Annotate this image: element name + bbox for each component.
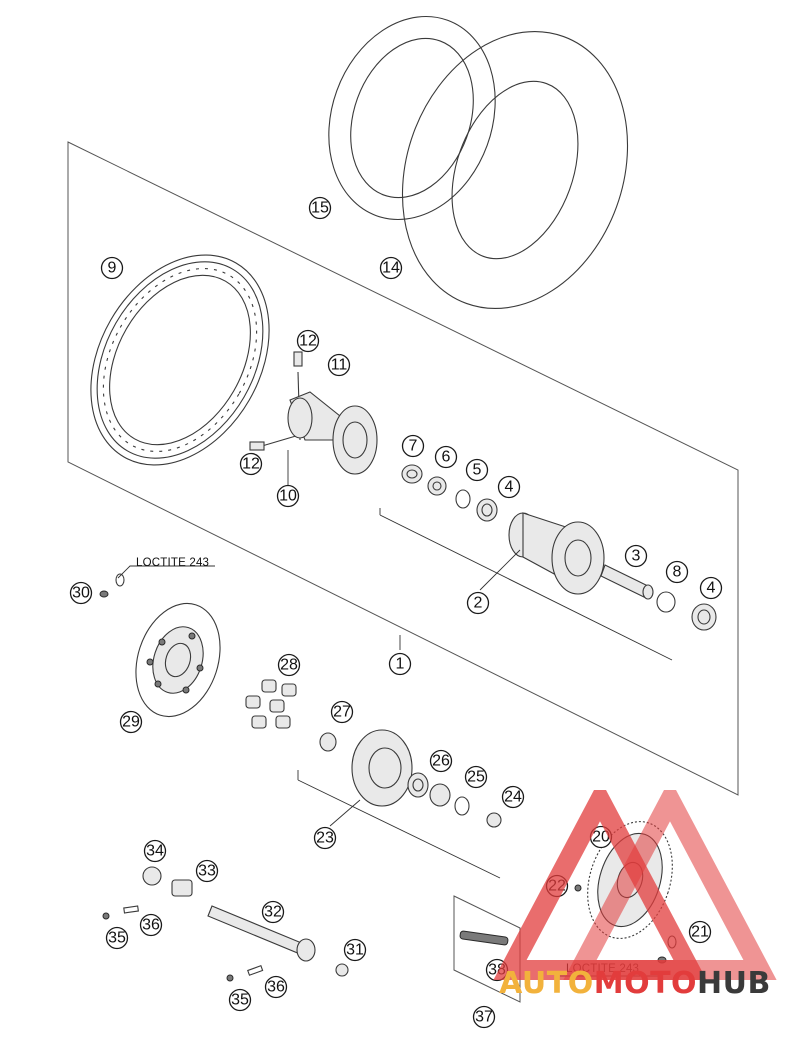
- svg-text:27: 27: [333, 704, 351, 721]
- svg-text:21: 21: [691, 924, 709, 941]
- callout-26: 26: [429, 749, 453, 773]
- callout-4a: 4: [497, 475, 521, 499]
- svg-text:37: 37: [475, 1009, 493, 1026]
- svg-text:20: 20: [592, 829, 610, 846]
- callout-15: 15: [308, 196, 332, 220]
- callout-36a: 36: [139, 913, 163, 937]
- callout-8: 8: [665, 560, 689, 584]
- axle: [207, 905, 316, 962]
- svg-text:24: 24: [504, 789, 522, 806]
- adjuster-bolts: [102, 905, 264, 982]
- svg-text:34: 34: [146, 843, 164, 860]
- svg-text:1: 1: [396, 656, 405, 673]
- svg-text:32: 32: [264, 904, 282, 921]
- svg-text:22: 22: [548, 878, 566, 895]
- cush-dampers: [245, 679, 297, 729]
- svg-text:4: 4: [505, 479, 514, 496]
- svg-text:7: 7: [409, 438, 418, 455]
- svg-text:8: 8: [673, 564, 682, 581]
- callout-38: 38: [485, 958, 509, 982]
- callout-6: 6: [434, 445, 458, 469]
- callout-10: 10: [276, 484, 300, 508]
- callout-27: 27: [330, 700, 354, 724]
- svg-text:36: 36: [267, 979, 285, 996]
- loctite-label-sprocket: LOCTITE 243: [566, 963, 639, 975]
- chain-adjuster: [171, 879, 193, 897]
- callout-37: 37: [472, 1005, 496, 1029]
- leader-lines: [117, 450, 673, 879]
- callout-31: 31: [343, 938, 367, 962]
- svg-text:25: 25: [467, 769, 485, 786]
- svg-text:12: 12: [242, 456, 260, 473]
- svg-text:5: 5: [473, 462, 482, 479]
- svg-text:10: 10: [279, 488, 297, 505]
- callout-25: 25: [464, 765, 488, 789]
- callout-7: 7: [401, 434, 425, 458]
- tire: [401, 30, 629, 310]
- chain: [453, 895, 521, 1003]
- svg-text:15: 15: [311, 200, 329, 217]
- callout-32: 32: [261, 900, 285, 924]
- callout-28: 28: [277, 653, 301, 677]
- svg-text:28: 28: [280, 657, 298, 674]
- rear-sprocket: [587, 821, 673, 939]
- svg-text:33: 33: [198, 863, 216, 880]
- callout-3: 3: [624, 544, 648, 568]
- carrier-seals: [407, 772, 502, 828]
- svg-text:29: 29: [122, 714, 140, 731]
- callout-23: 23: [313, 826, 337, 850]
- svg-text:36: 36: [142, 917, 160, 934]
- callout-33: 33: [195, 859, 219, 883]
- callout-35b: 35: [228, 988, 252, 1012]
- assembly-frame: [67, 141, 739, 796]
- callout-14: 14: [379, 256, 403, 280]
- callout-24: 24: [501, 785, 525, 809]
- callout-4b: 4: [699, 576, 723, 600]
- callout-20: 20: [589, 825, 613, 849]
- svg-text:11: 11: [331, 357, 348, 374]
- callout-29: 29: [119, 710, 143, 734]
- callout-12a: 12: [296, 329, 320, 353]
- svg-text:4: 4: [707, 580, 716, 597]
- sprocket-carrier: [319, 729, 413, 807]
- callout-11: 11: [327, 353, 351, 377]
- svg-text:30: 30: [72, 585, 90, 602]
- hub-exploded: [508, 512, 605, 595]
- callout-34: 34: [143, 839, 167, 863]
- seals-and-bearings: [401, 464, 498, 522]
- svg-text:3: 3: [632, 548, 641, 565]
- callout-35a: 35: [105, 926, 129, 950]
- axle-nut: [142, 866, 162, 886]
- axle-cap: [335, 963, 349, 977]
- callout-9: 9: [100, 256, 124, 280]
- callout-36b: 36: [264, 975, 288, 999]
- callout-21: 21: [688, 920, 712, 944]
- svg-text:31: 31: [346, 942, 364, 959]
- svg-text:9: 9: [108, 260, 117, 277]
- svg-text:35: 35: [108, 930, 126, 947]
- callout-2: 2: [466, 591, 490, 615]
- svg-text:12: 12: [299, 333, 317, 350]
- svg-text:35: 35: [231, 992, 249, 1009]
- svg-text:23: 23: [316, 830, 334, 847]
- hub-assembled: [287, 391, 378, 475]
- callout-1: 1: [388, 652, 412, 676]
- svg-text:26: 26: [432, 753, 450, 770]
- spacer-washer-bearing: [600, 564, 717, 631]
- disc-bolt: [99, 573, 125, 598]
- loctite-label-disc: LOCTITE 243: [136, 557, 209, 569]
- callout-5: 5: [465, 458, 489, 482]
- callout-30: 30: [69, 581, 93, 605]
- svg-text:14: 14: [382, 260, 400, 277]
- svg-text:2: 2: [474, 595, 483, 612]
- svg-text:6: 6: [442, 449, 451, 466]
- callout-12b: 12: [239, 452, 263, 476]
- svg-text:38: 38: [488, 962, 506, 979]
- callout-22: 22: [545, 874, 569, 898]
- inner-tube: [328, 15, 496, 221]
- brake-disc: [135, 602, 221, 718]
- rim: [90, 254, 270, 466]
